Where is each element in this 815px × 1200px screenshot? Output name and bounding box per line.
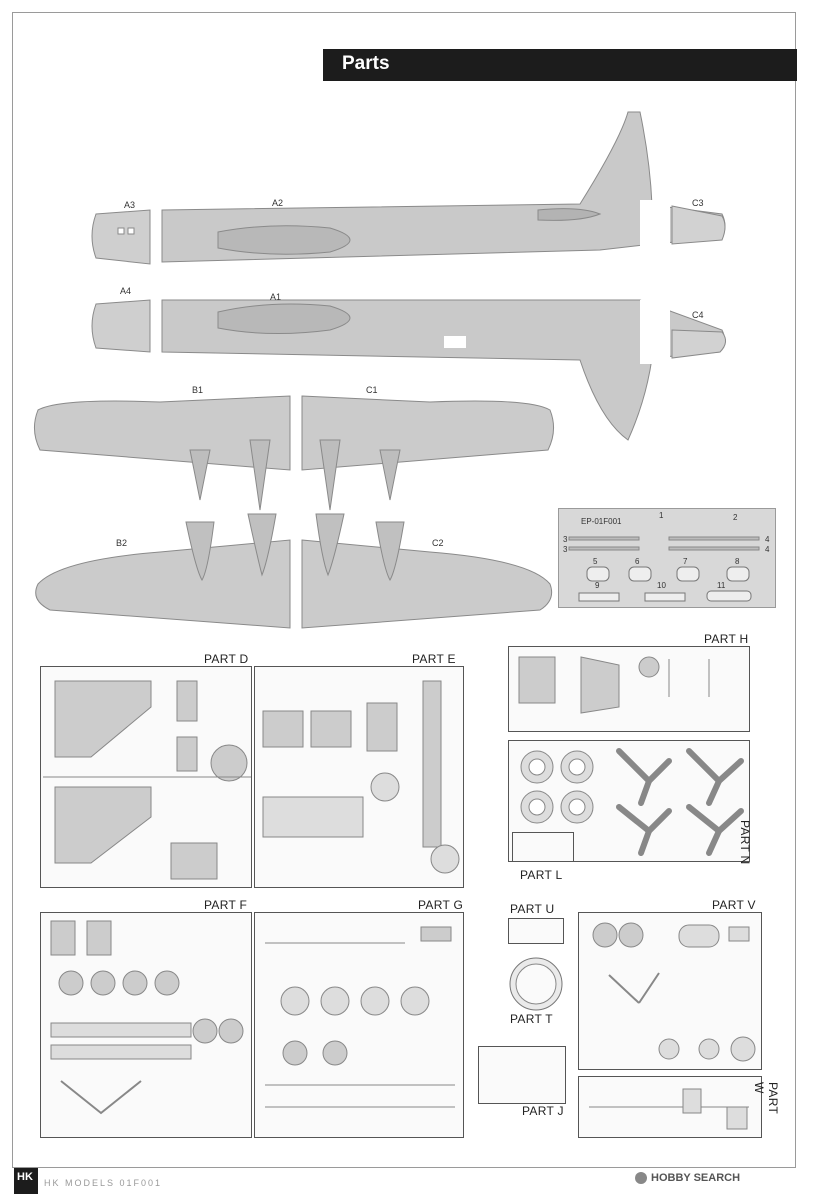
label-b2: B2 xyxy=(116,538,128,548)
sprue-f xyxy=(40,912,252,1138)
part-h-label: PART H xyxy=(704,632,749,646)
wing-c1 xyxy=(301,395,554,471)
part-d-label: PART D xyxy=(204,652,249,666)
footer-text: HK MODELS 01F001 xyxy=(44,1178,163,1188)
part-f-label: PART F xyxy=(204,898,248,912)
section-title: Parts xyxy=(342,53,390,74)
photo-etch-fret: EP-01F001 1 2 3 3 4 4 5 6 7 8 9 10 11 xyxy=(558,508,776,608)
sprue-v xyxy=(578,912,762,1070)
brand-logo: HK xyxy=(14,1168,38,1194)
nose-a4 xyxy=(91,299,151,353)
part-j-label: PART J xyxy=(522,1104,564,1118)
sprue-g xyxy=(254,912,464,1138)
part-l-label: PART L xyxy=(520,868,563,882)
etch-code: EP-01F001 xyxy=(581,517,622,526)
label-c4: C4 xyxy=(692,310,704,320)
page-frame xyxy=(12,12,796,1168)
label-a1: A1 xyxy=(270,292,282,302)
part-e-label: PART E xyxy=(412,652,456,666)
wing-c2 xyxy=(301,539,553,629)
sprue-j xyxy=(478,1046,566,1104)
sprue-w xyxy=(578,1076,762,1138)
label-c3: C3 xyxy=(692,198,704,208)
section-header: Parts xyxy=(323,49,797,81)
label-a3: A3 xyxy=(124,200,136,210)
tail-c3 xyxy=(671,205,726,245)
label-a2: A2 xyxy=(272,198,284,208)
sprue-h xyxy=(508,646,750,732)
part-g-label: PART G xyxy=(418,898,464,912)
nose-a3 xyxy=(91,209,151,265)
watermark-icon xyxy=(635,1172,647,1185)
label-c2: C2 xyxy=(432,538,444,548)
label-c1: C1 xyxy=(366,385,378,395)
part-t-label: PART T xyxy=(510,1012,553,1026)
tail-c4 xyxy=(671,329,726,359)
sprue-l xyxy=(512,832,574,862)
sprue-d xyxy=(40,666,252,888)
wing-b1 xyxy=(34,395,291,471)
wing-b2 xyxy=(35,539,291,629)
fuselage-a2 xyxy=(161,111,726,263)
label-a4: A4 xyxy=(120,286,132,296)
label-b1: B1 xyxy=(192,385,204,395)
etch-parts xyxy=(568,536,760,602)
sprue-e xyxy=(254,666,464,888)
part-u-label: PART U xyxy=(510,902,555,916)
part-v-label: PART V xyxy=(712,898,756,912)
sprue-u xyxy=(508,918,564,944)
part-w-label: PART W xyxy=(752,1082,780,1114)
watermark: HOBBY SEARCH xyxy=(635,1172,740,1185)
